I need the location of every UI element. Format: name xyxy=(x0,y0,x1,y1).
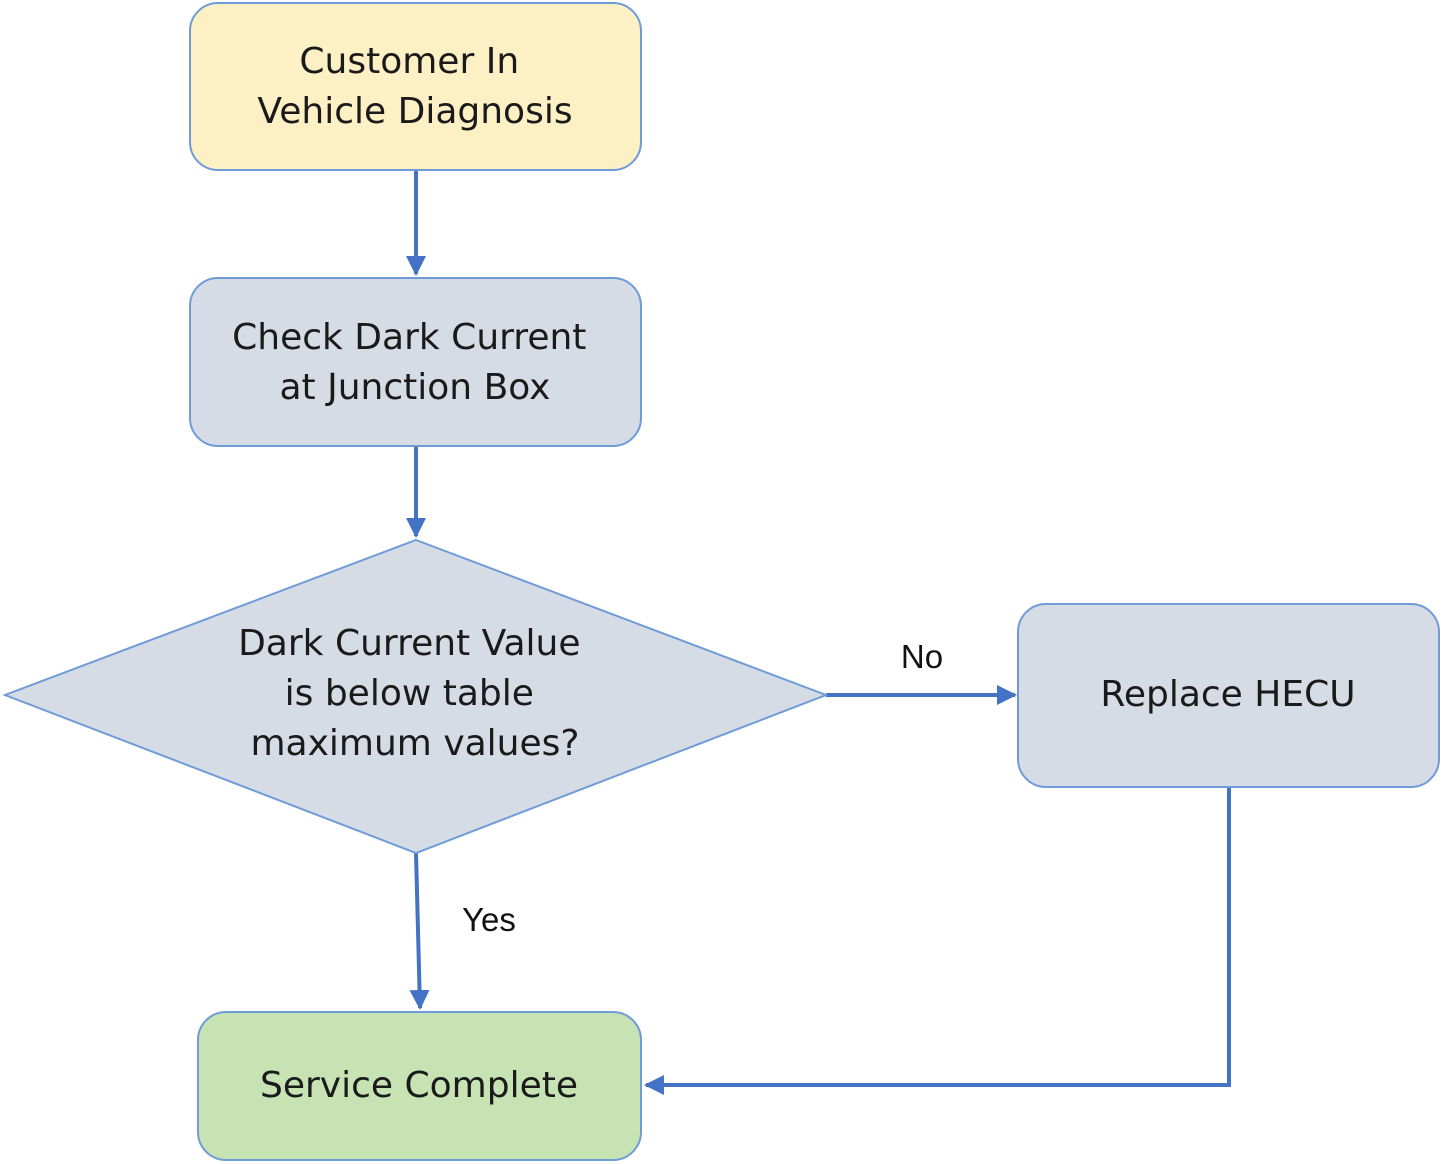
node-decision-line-2: is below table xyxy=(285,673,534,714)
node-service-complete-box xyxy=(197,1011,642,1161)
node-customer-in-text: Customer In Vehicle Diagnosis xyxy=(257,41,572,132)
node-check-dark-current-line-2: at Junction Box xyxy=(280,367,551,408)
node-service-complete-line-1: Service Complete xyxy=(260,1065,578,1106)
node-customer-in-line-1: Customer In xyxy=(299,41,519,82)
node-decision-text: Dark Current Value is below table maximu… xyxy=(238,623,592,764)
edge-replace-to-complete xyxy=(644,787,1231,1095)
node-decision: Dark Current Value is below table maximu… xyxy=(2,538,829,855)
node-replace-hecu-box xyxy=(1017,603,1440,788)
node-decision-line-1: Dark Current Value xyxy=(238,623,580,664)
node-customer-in: Customer In Vehicle Diagnosis xyxy=(189,2,642,171)
node-check-dark-current-line-1: Check Dark Current xyxy=(232,317,586,358)
node-decision-diamond xyxy=(2,538,829,855)
node-check-dark-current-text: Check Dark Current at Junction Box xyxy=(232,317,598,408)
node-check-dark-current: Check Dark Current at Junction Box xyxy=(189,277,642,447)
node-replace-hecu: Replace HECU xyxy=(1017,603,1440,788)
node-replace-hecu-text: Replace HECU xyxy=(1100,674,1355,715)
node-customer-in-box xyxy=(189,2,642,171)
connectors xyxy=(406,171,1231,1095)
edge-label-yes: Yes xyxy=(462,901,516,938)
node-decision-line-3: maximum values? xyxy=(250,723,579,764)
node-service-complete-text: Service Complete xyxy=(260,1065,578,1106)
node-check-dark-current-box xyxy=(189,277,642,447)
node-service-complete: Service Complete xyxy=(197,1011,642,1161)
node-customer-in-line-2: Vehicle Diagnosis xyxy=(257,91,572,132)
node-replace-hecu-line-1: Replace HECU xyxy=(1100,674,1355,715)
edge-label-no: No xyxy=(901,638,943,675)
edge-decision-yes xyxy=(409,852,430,1010)
